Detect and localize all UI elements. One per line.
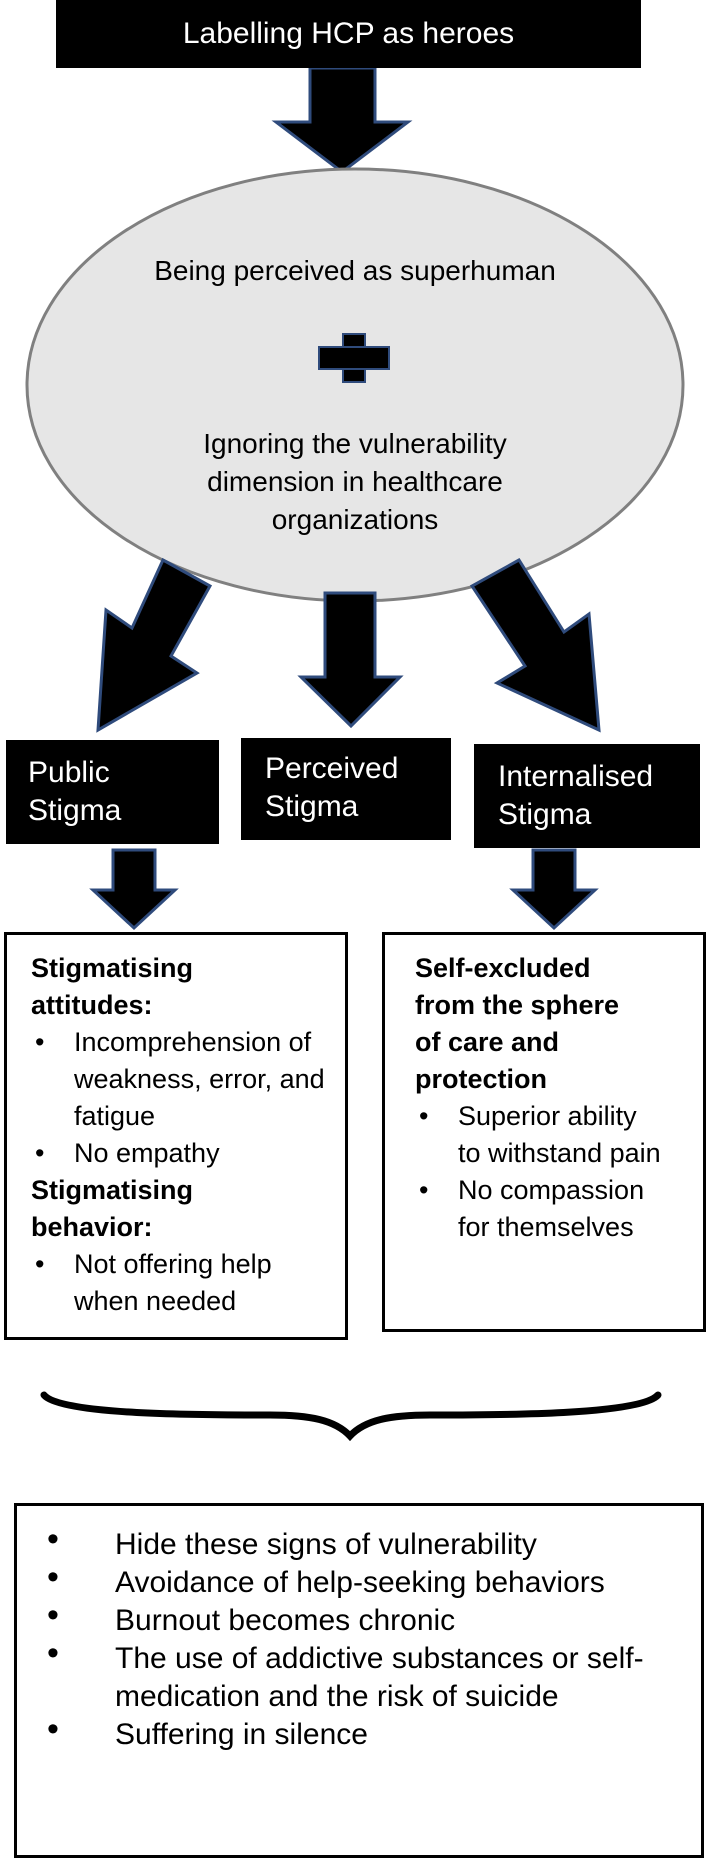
top-label: Labelling HCP as heroes xyxy=(182,17,515,50)
list-item: •No compassion for themselves xyxy=(415,1172,665,1246)
behavior-heading: Stigmatising behavior: xyxy=(31,1175,194,1242)
list-item: •Suffering in silence xyxy=(47,1710,368,1751)
internalised-stigma-box: Internalised Stigma xyxy=(474,744,700,848)
internalised-stigma-details: Self-excluded from the sphere of care an… xyxy=(382,932,706,1332)
arrow-ellipse-to-public xyxy=(96,557,213,733)
public-stigma-details: Stigmatising attitudes: •Incomprehension… xyxy=(4,932,348,1340)
bullet-icon: • xyxy=(35,1249,45,1279)
perceived-stigma-label: Perceived Stigma xyxy=(265,752,399,823)
curly-brace xyxy=(40,1391,662,1442)
arrow-ellipse-to-internalised xyxy=(469,557,601,733)
self-excluded-heading: Self-excluded from the sphere of care an… xyxy=(415,953,620,1094)
list-item: •No empathy xyxy=(31,1135,331,1172)
bullet-icon: • xyxy=(47,1634,59,1672)
arrow-ellipse-to-perceived xyxy=(297,591,404,729)
bullet-icon: • xyxy=(47,1710,59,1748)
arrow-internalised-to-exclusion xyxy=(509,848,599,931)
ellipse-line-1: Being perceived as superhuman xyxy=(154,255,556,286)
list-item: •Burnout becomes chronic xyxy=(47,1596,456,1637)
list-item: •Not offering help when needed xyxy=(31,1246,321,1320)
list-item: •Incomprehension of weakness, error, and… xyxy=(31,1024,331,1135)
perceived-stigma-box: Perceived Stigma xyxy=(241,738,451,840)
public-stigma-box: Public Stigma xyxy=(6,740,219,844)
internalised-stigma-label: Internalised Stigma xyxy=(498,760,654,831)
public-stigma-label: Public Stigma xyxy=(28,756,122,827)
bullet-icon: • xyxy=(35,1138,45,1168)
arrow-top-to-ellipse xyxy=(271,66,413,174)
plus-horizontal xyxy=(318,346,390,370)
bullet-icon: • xyxy=(419,1101,429,1131)
bullet-icon: • xyxy=(47,1596,59,1634)
attitudes-heading: Stigmatising attitudes: xyxy=(31,953,194,1020)
list-item: •Hide these signs of vulnerability xyxy=(47,1520,537,1561)
list-item: •The use of addictive substances or self… xyxy=(47,1634,644,1713)
bullet-icon: • xyxy=(419,1175,429,1205)
bullet-icon: • xyxy=(47,1558,59,1596)
bullet-icon: • xyxy=(47,1520,59,1558)
top-label-box: Labelling HCP as heroes xyxy=(56,0,641,68)
bullet-icon: • xyxy=(35,1027,45,1057)
list-item: •Avoidance of help-seeking behaviors xyxy=(47,1558,605,1599)
ellipse-line-2: Ignoring the vulnerability dimension in … xyxy=(203,428,507,535)
arrow-public-to-attitudes xyxy=(89,848,179,931)
consequences-box: •Hide these signs of vulnerability •Avoi… xyxy=(14,1503,704,1858)
list-item: •Superior ability to withstand pain xyxy=(415,1098,665,1172)
